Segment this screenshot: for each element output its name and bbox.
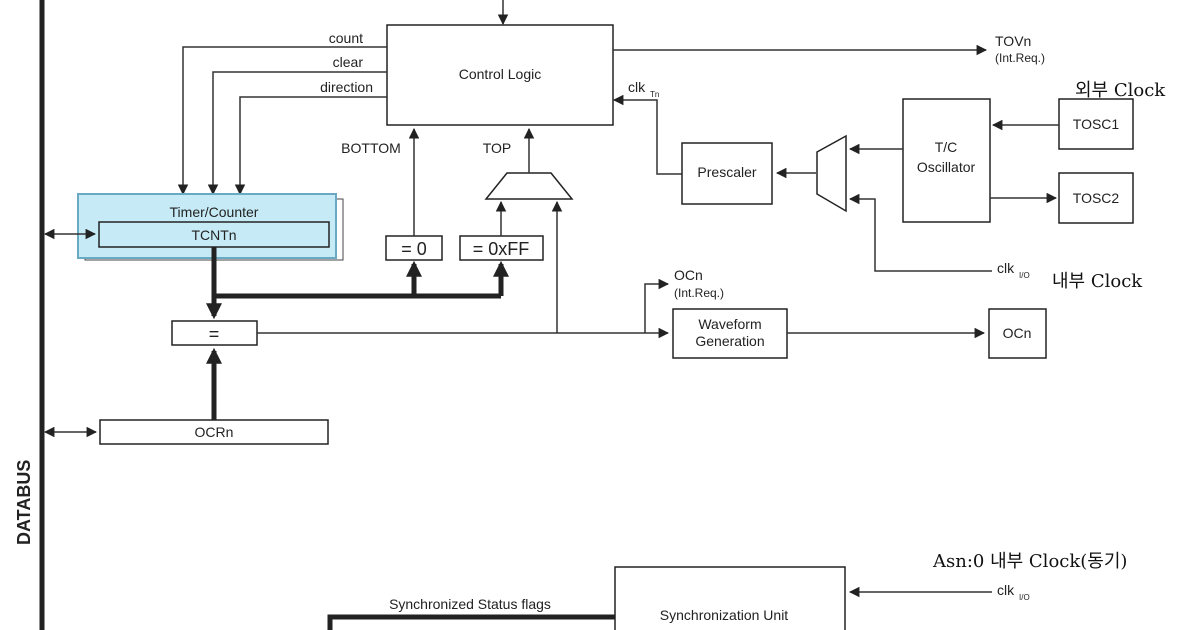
external-clock-note: 외부 Clock [1075, 80, 1166, 101]
ocn-output-block: OCn [988, 308, 1047, 359]
tosc2-block: TOSC2 [1058, 172, 1134, 224]
svg-text:T/C: T/C [935, 139, 958, 155]
clear-label: clear [333, 54, 364, 70]
asn-internal-note: Asn:0 내부 Clock(동기) [932, 551, 1127, 572]
waveform-generation-block: Waveform Generation [672, 308, 788, 359]
svg-text:OCn: OCn [1003, 325, 1032, 341]
svg-text:Timer/Counter: Timer/Counter [170, 204, 259, 220]
svg-text:TOSC1: TOSC1 [1073, 116, 1120, 132]
svg-text:Control Logic: Control Logic [459, 66, 542, 82]
svg-text:Synchronization Unit: Synchronization Unit [660, 607, 789, 623]
svg-text:TOSC2: TOSC2 [1073, 190, 1120, 206]
tovn-label: TOVn [995, 33, 1031, 49]
clk-io-label: clk [997, 260, 1015, 276]
clk-tn-label: clk [628, 79, 646, 95]
svg-text:Prescaler: Prescaler [697, 164, 756, 180]
tc-oscillator-block: T/C Oscillator [902, 98, 991, 223]
clk-tn-subscript: Tn [650, 90, 659, 99]
control-logic-block: Control Logic [386, 24, 614, 126]
timer-counter-block: Timer/Counter TCNTn [77, 193, 344, 261]
direction-label: direction [320, 79, 373, 95]
svg-text:= 0xFF: = 0xFF [473, 239, 530, 259]
comparator-block: = [171, 320, 258, 346]
ocr-block: OCRn [99, 419, 329, 445]
svg-text:OCRn: OCRn [195, 424, 234, 440]
bottom-label: BOTTOM [341, 140, 401, 156]
prescaler-block: Prescaler [681, 142, 773, 205]
svg-text:TCNTn: TCNTn [191, 227, 236, 243]
tovn-intreq-label: (Int.Req.) [995, 51, 1045, 65]
svg-text:Oscillator: Oscillator [917, 159, 976, 175]
top-mux [484, 172, 574, 200]
svg-text:Generation: Generation [695, 333, 764, 349]
tosc1-block: TOSC1 [1058, 98, 1134, 150]
clk-io-subscript: I/O [1019, 271, 1030, 280]
sync-flags-label: Synchronized Status flags [389, 596, 551, 612]
svg-text:=: = [209, 324, 220, 344]
top-label: TOP [483, 140, 512, 156]
svg-text:= 0: = 0 [401, 239, 427, 259]
clock-mux [816, 134, 847, 213]
sync-clk-io-label: clk [997, 582, 1015, 598]
ocn-int-label: OCn [674, 267, 703, 283]
count-label: count [329, 30, 363, 46]
ocn-intreq-label: (Int.Req.) [674, 286, 724, 300]
internal-clock-note: 내부 Clock [1052, 271, 1143, 292]
eq-zero-block: = 0 [385, 235, 443, 261]
eq-ff-block: = 0xFF [459, 235, 544, 261]
sync-clk-io-subscript: I/O [1019, 593, 1030, 602]
databus-label: DATABUS [14, 460, 34, 545]
synchronization-unit-block: Synchronization Unit [614, 566, 846, 630]
svg-text:Waveform: Waveform [698, 316, 761, 332]
